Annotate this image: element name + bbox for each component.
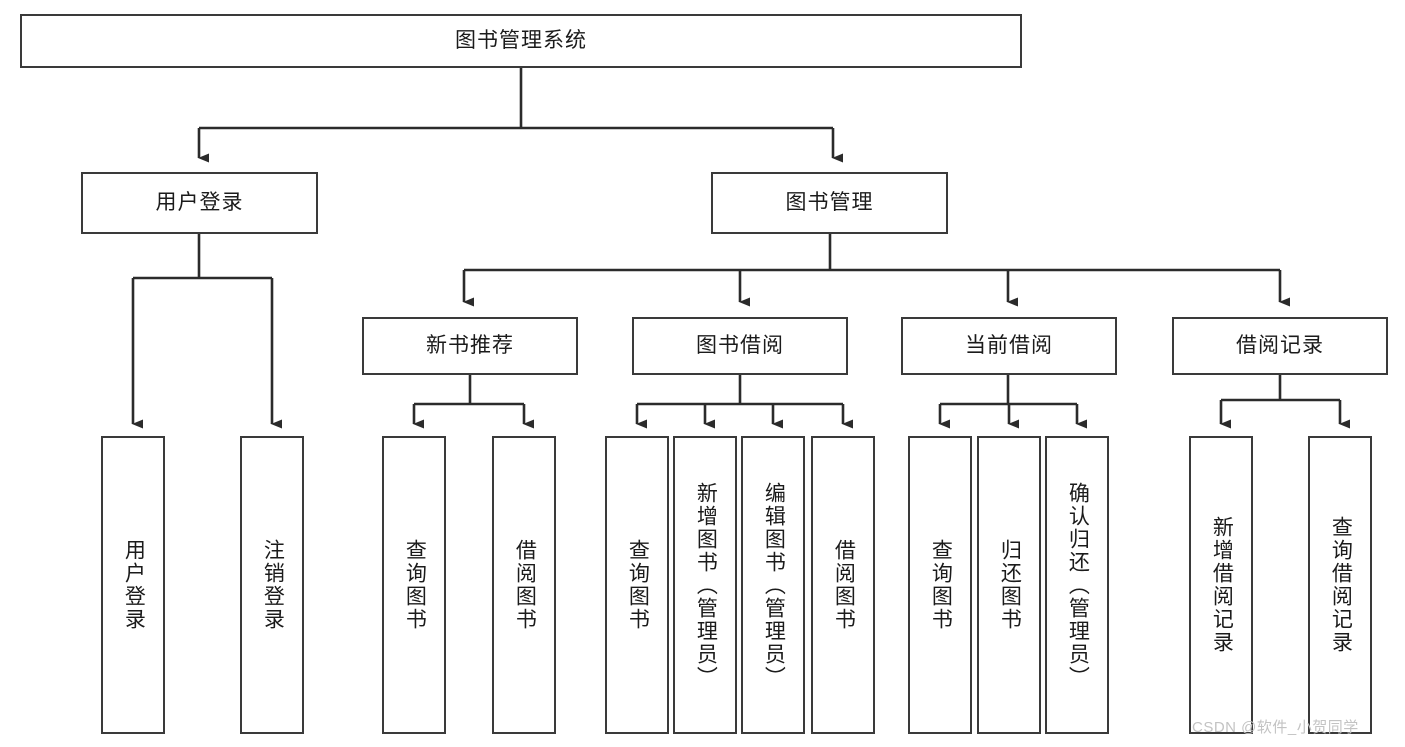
- node-leaf-add-book-admin[interactable]: 新增图书（管理员）: [673, 436, 737, 734]
- node-leaf-query-borrow-record[interactable]: 查询借阅记录: [1308, 436, 1372, 734]
- node-label: 查询借阅记录: [1329, 516, 1353, 654]
- node-leaf-edit-book-admin[interactable]: 编辑图书（管理员）: [741, 436, 805, 734]
- node-label: 图书管理系统: [455, 29, 587, 53]
- node-label: 注销登录: [261, 539, 285, 631]
- node-label: 新增借阅记录: [1210, 516, 1234, 654]
- node-leaf-query-books-newbook[interactable]: 查询图书: [382, 436, 446, 734]
- node-label: 归还图书: [998, 539, 1022, 631]
- node-label: 当前借阅: [965, 334, 1053, 358]
- node-leaf-user-login[interactable]: 用户登录: [101, 436, 165, 734]
- node-label: 借阅记录: [1236, 334, 1324, 358]
- node-book-borrowing[interactable]: 图书借阅: [632, 317, 848, 375]
- node-user-login[interactable]: 用户登录: [81, 172, 318, 234]
- node-label: 借阅图书: [513, 539, 537, 631]
- node-label: 确认归还（管理员）: [1066, 481, 1090, 689]
- node-label: 新书推荐: [426, 334, 514, 358]
- node-current-borrowing[interactable]: 当前借阅: [901, 317, 1117, 375]
- node-label: 图书借阅: [696, 334, 784, 358]
- node-leaf-add-borrow-record[interactable]: 新增借阅记录: [1189, 436, 1253, 734]
- node-leaf-confirm-return-admin[interactable]: 确认归还（管理员）: [1045, 436, 1109, 734]
- node-book-management[interactable]: 图书管理: [711, 172, 948, 234]
- node-root-book-management-system[interactable]: 图书管理系统: [20, 14, 1022, 68]
- node-leaf-borrow-books-newbook[interactable]: 借阅图书: [492, 436, 556, 734]
- node-label: 图书管理: [785, 191, 874, 215]
- node-borrowing-records[interactable]: 借阅记录: [1172, 317, 1388, 375]
- node-new-book-recommendation[interactable]: 新书推荐: [362, 317, 578, 375]
- node-leaf-return-books[interactable]: 归还图书: [977, 436, 1041, 734]
- node-leaf-query-books-borrow[interactable]: 查询图书: [605, 436, 669, 734]
- node-label: 用户登录: [155, 191, 244, 215]
- node-leaf-query-books-current[interactable]: 查询图书: [908, 436, 972, 734]
- node-label: 借阅图书: [832, 539, 856, 631]
- node-leaf-logout[interactable]: 注销登录: [240, 436, 304, 734]
- node-label: 新增图书（管理员）: [694, 481, 718, 689]
- node-label: 查询图书: [626, 539, 650, 631]
- node-label: 编辑图书（管理员）: [762, 481, 786, 689]
- node-label: 查询图书: [403, 539, 427, 631]
- node-label: 用户登录: [122, 539, 146, 631]
- node-leaf-borrow-books[interactable]: 借阅图书: [811, 436, 875, 734]
- node-label: 查询图书: [929, 539, 953, 631]
